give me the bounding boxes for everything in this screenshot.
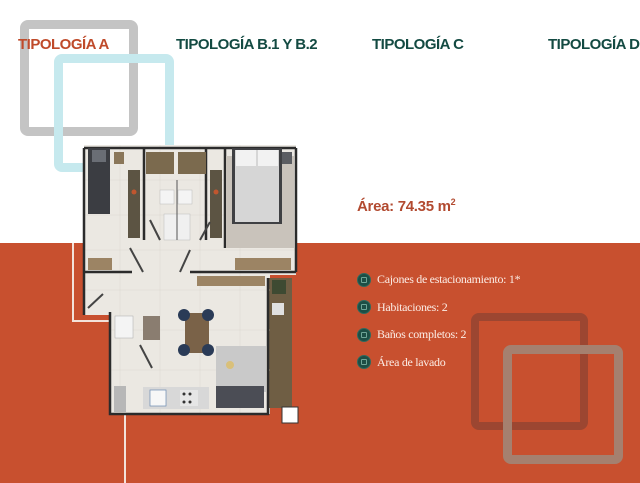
floor-plan-area[interactable]	[80, 140, 300, 420]
feature-label: Habitaciones: 2	[377, 299, 448, 314]
parking-icon	[357, 272, 371, 287]
tab-tipologia-b[interactable]: TIPOLOGÍA B.1 Y B.2	[176, 36, 318, 53]
features-list: Cajones de estacionamiento: 1* Habitacio…	[357, 266, 521, 377]
feature-item-bedrooms: Habitaciones: 2	[357, 294, 520, 322]
feature-label: Baños completos: 2	[377, 327, 467, 342]
bed-icon	[357, 300, 371, 315]
tab-tipologia-d[interactable]: TIPOLOGÍA D	[548, 36, 640, 53]
area-value: Área: 74.35 m2	[357, 197, 456, 215]
area-label: Área: 74.35 m	[357, 198, 451, 215]
feature-item-parking: Cajones de estacionamiento: 1*	[357, 266, 521, 294]
tab-tipologia-c[interactable]: TIPOLOGÍA C	[372, 36, 464, 53]
feature-label: Área de lavado	[377, 354, 446, 369]
feature-item-bathrooms: Baños completos: 2	[357, 321, 520, 349]
area-unit-superscript: 2	[450, 197, 456, 207]
feature-item-laundry: Área de lavado	[357, 349, 520, 377]
laundry-icon	[357, 355, 371, 370]
bath-icon	[357, 327, 371, 342]
decorative-light-square	[503, 345, 623, 464]
decorative-dark-square	[471, 313, 588, 430]
feature-label: Cajones de estacionamiento: 1*	[377, 272, 521, 287]
decorative-gray-square	[20, 20, 138, 136]
tab-tipologia-a[interactable]: TIPOLOGÍA A	[18, 36, 109, 53]
